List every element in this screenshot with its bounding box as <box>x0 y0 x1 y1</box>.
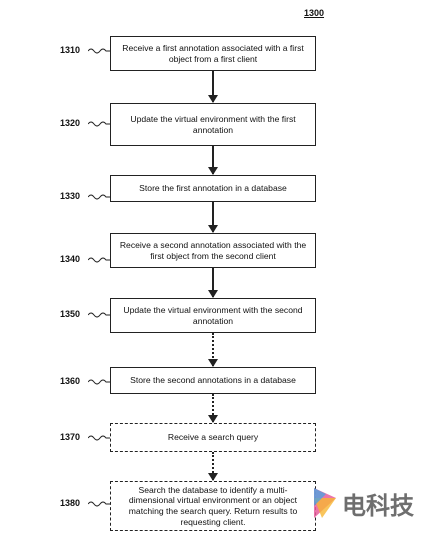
watermark-logo-icon <box>314 488 336 518</box>
step-label-1370: 1370 <box>60 432 81 442</box>
step-text-1320: Update the virtual environment with the … <box>130 113 296 135</box>
watermark: 电科技 <box>312 478 432 528</box>
leader-line-1350 <box>88 312 110 318</box>
arrow-1330-1340 <box>208 202 218 233</box>
step-text-1380: Search the database to identify a multi-… <box>128 484 298 527</box>
step-text-1350: Update the virtual environment with the … <box>123 304 303 326</box>
arrow-1360-1370 <box>208 394 218 423</box>
arrow-1310-1320 <box>208 71 218 103</box>
step-text-1370: Receive a search query <box>167 432 259 443</box>
leader-line-1340 <box>88 257 110 263</box>
step-box-1380: Search the database to identify a multi-… <box>110 481 316 531</box>
step-box-1320: Update the virtual environment with the … <box>110 103 316 146</box>
step-box-1330: Store the first annotation in a database <box>110 175 316 202</box>
step-text-1340: Receive a second annotation associated w… <box>119 239 307 261</box>
step-text-1330: Store the first annotation in a database <box>139 183 287 194</box>
leader-line-1310 <box>88 48 110 54</box>
step-label-1340: 1340 <box>60 254 81 264</box>
step-text-1310: Receive a first annotation associated wi… <box>122 42 304 64</box>
leader-line-1380 <box>88 501 110 507</box>
arrow-1340-1350 <box>208 268 218 298</box>
leader-line-1330 <box>88 194 110 200</box>
leader-line-1320 <box>88 121 110 127</box>
figure-number: 1300 <box>304 8 325 18</box>
step-box-1360: Store the second annotations in a databa… <box>110 367 316 394</box>
leader-line-1360 <box>88 379 110 385</box>
leader-line-1370 <box>88 435 110 441</box>
step-label-1380: 1380 <box>60 498 81 508</box>
arrow-1320-1330 <box>208 146 218 175</box>
step-box-1350: Update the virtual environment with the … <box>110 298 316 333</box>
step-label-1320: 1320 <box>60 118 81 128</box>
arrow-1350-1360 <box>208 333 218 367</box>
step-label-1330: 1330 <box>60 191 81 201</box>
arrow-1370-1380 <box>208 452 218 481</box>
step-text-1360: Store the second annotations in a databa… <box>130 375 296 386</box>
step-label-1350: 1350 <box>60 309 81 319</box>
step-box-1370: Receive a search query <box>110 423 316 452</box>
step-label-1310: 1310 <box>60 45 81 55</box>
watermark-text: 电科技 <box>342 491 414 520</box>
step-box-1310: Receive a first annotation associated wi… <box>110 36 316 71</box>
step-label-1360: 1360 <box>60 376 81 386</box>
step-box-1340: Receive a second annotation associated w… <box>110 233 316 268</box>
